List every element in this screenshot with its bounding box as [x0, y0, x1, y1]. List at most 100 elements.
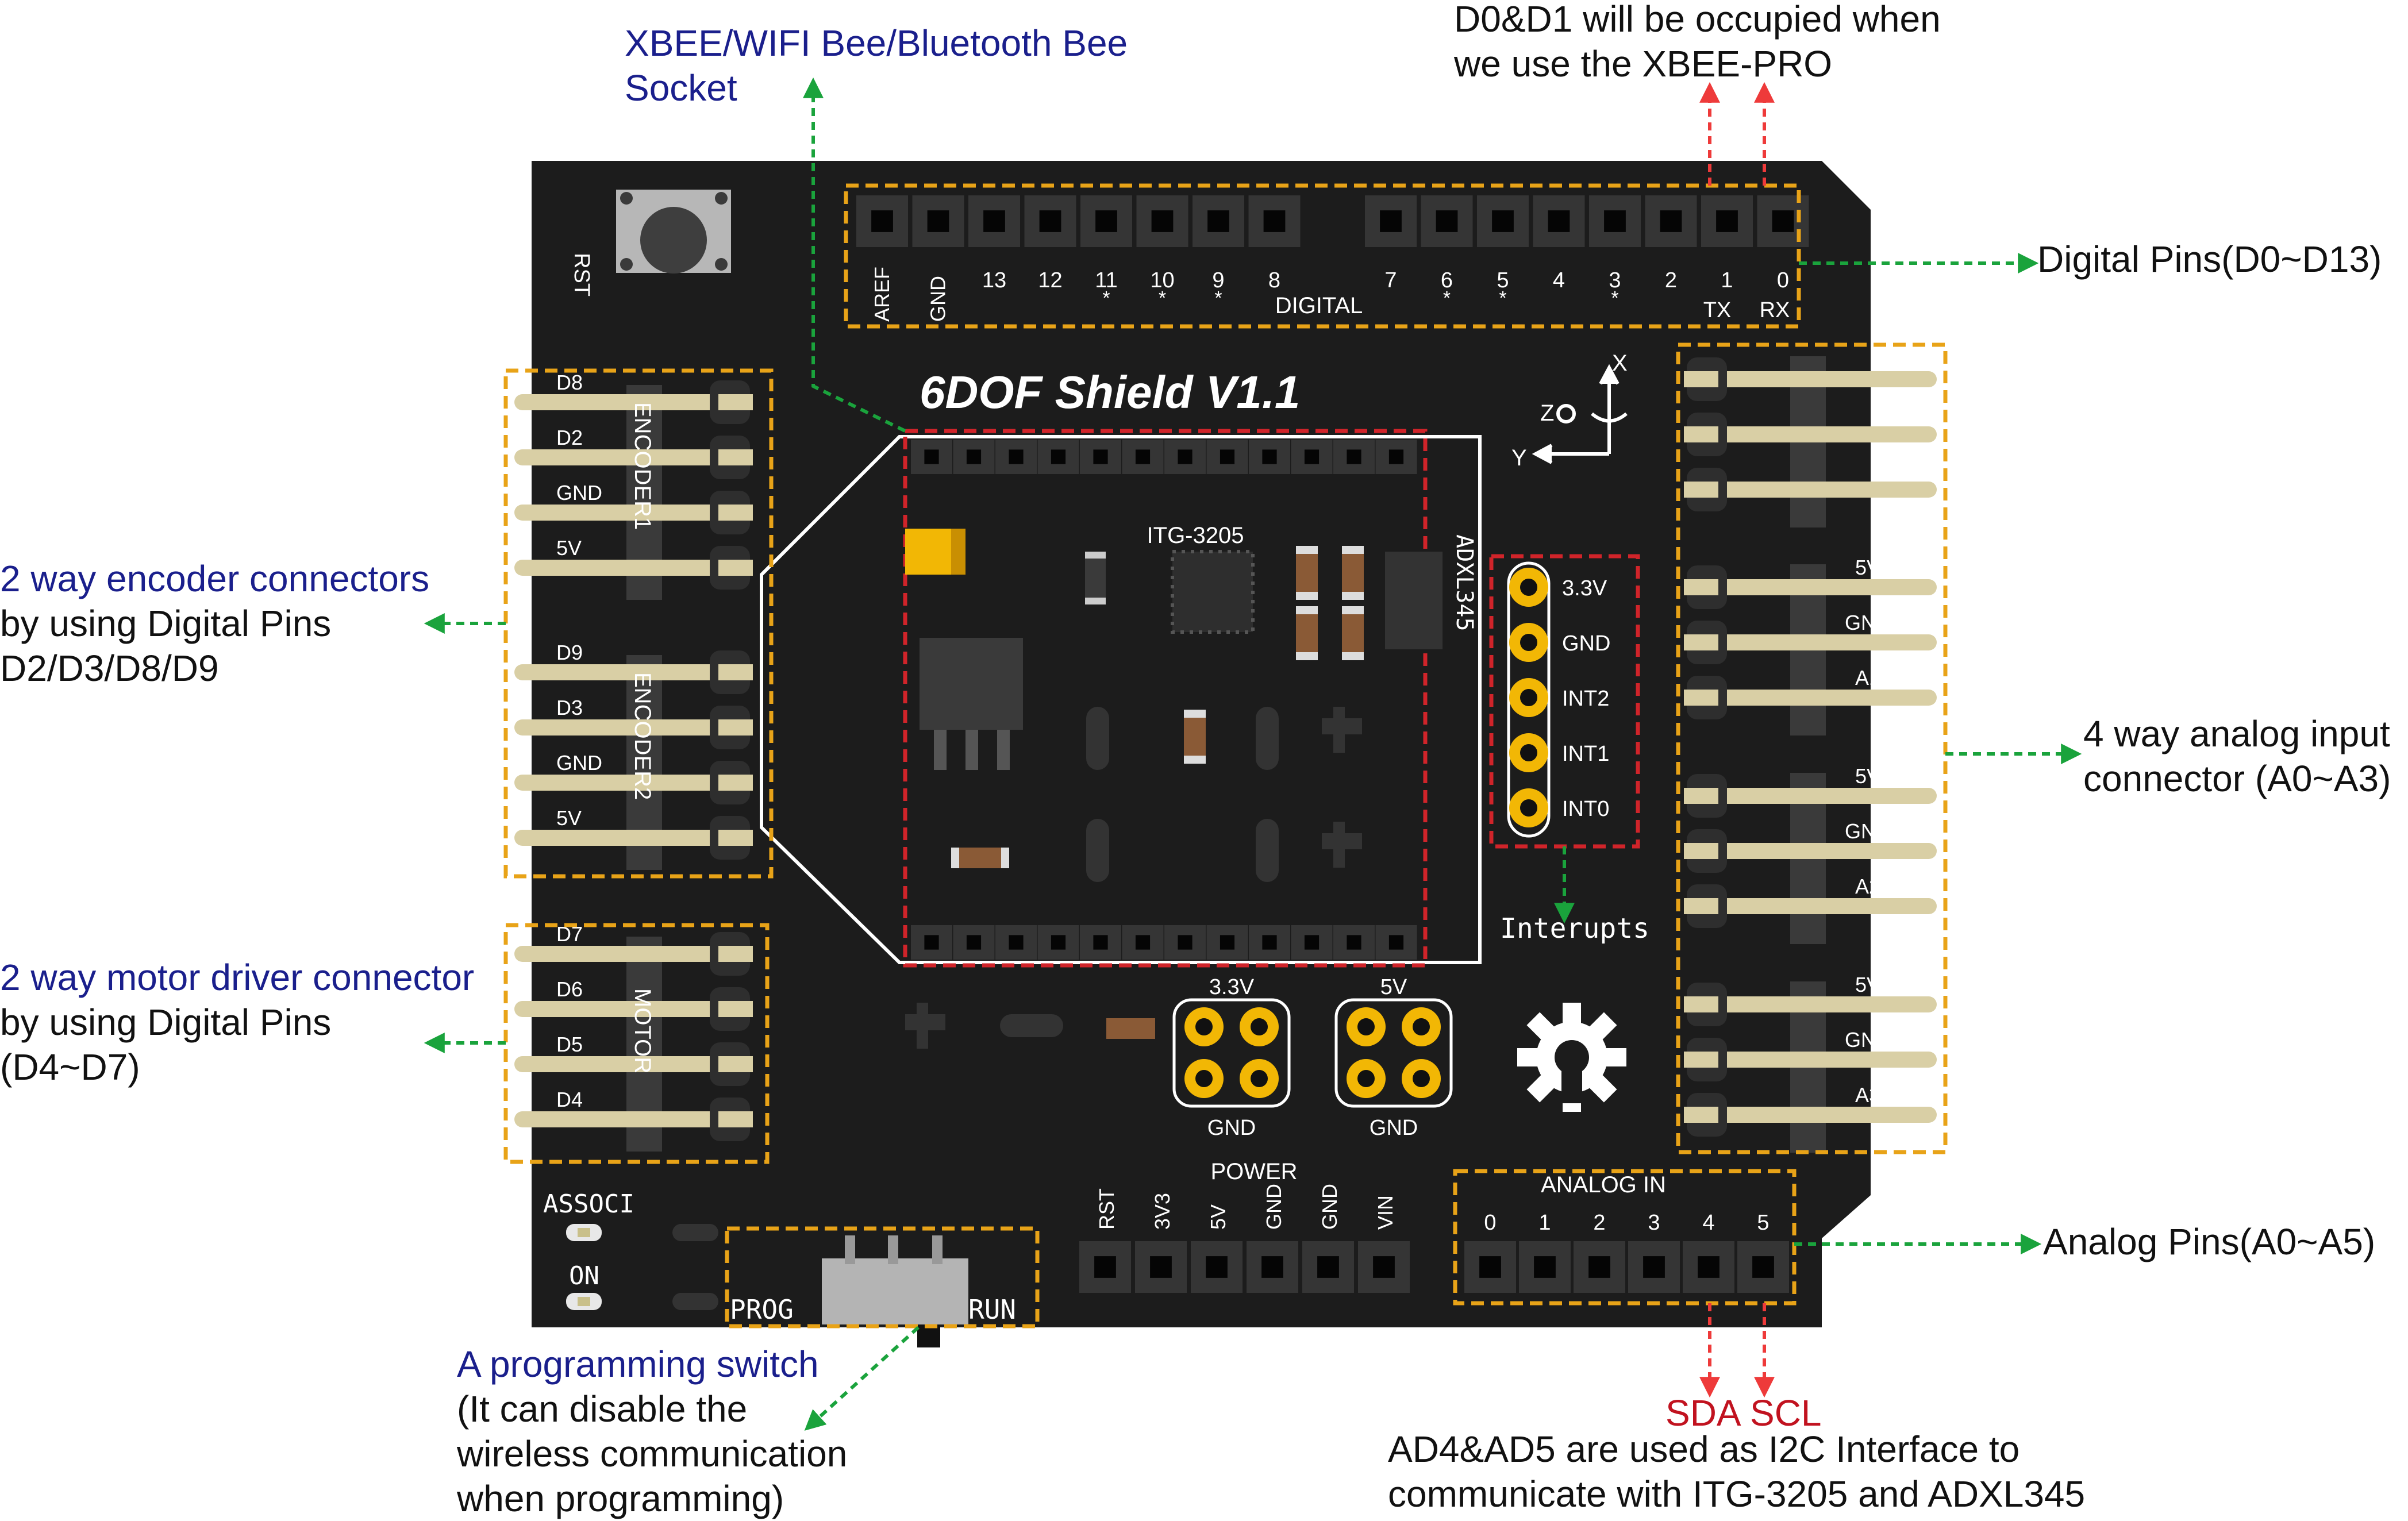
xbee-note-line1: XBEE/WIFI Bee/Bluetooth Bee [625, 22, 1128, 64]
analog-in-pin [1683, 1241, 1734, 1293]
connector-pin-label: D6 [556, 977, 583, 1001]
jumper-33v-label: 3.3V [1209, 975, 1255, 999]
digital-pin-label: 1 [1721, 268, 1733, 292]
jumper-pad [1347, 1007, 1386, 1046]
i2c-line2: communicate with ITG-3205 and ADXL345 [1388, 1473, 2086, 1515]
analog-pin-label: 5V [1855, 764, 1880, 788]
analog-pins-note: Analog Pins(A0~A5) [2043, 1219, 2375, 1264]
analog-connector-pin [1684, 413, 1937, 456]
encoder-note-line1: 2 way encoder connectors [0, 558, 430, 599]
jumper-5v-label: 5V [1380, 975, 1407, 999]
xbee-socket-note: XBEE/WIFI Bee/Bluetooth Bee Socket [625, 21, 1128, 110]
xbee-note-line2: Socket [625, 67, 737, 109]
on-led [566, 1293, 602, 1310]
analog-pin-label: 5V [1895, 348, 1921, 371]
digital-pin-0 [1757, 195, 1809, 247]
analog-connector-pin [1684, 983, 1937, 1026]
prog-note-line1: A programming switch [457, 1343, 819, 1385]
prog-note-line4: when programming) [457, 1478, 784, 1519]
jumper-5v-gnd-label: GND [1370, 1116, 1418, 1140]
motor-box [503, 923, 770, 1164]
analog-connector-pin [1684, 774, 1937, 818]
prog-label: PROG [730, 1294, 794, 1325]
power-pin [1247, 1241, 1298, 1293]
interrupt-pin-label: GND [1562, 631, 1610, 656]
motor-label: MOTOR [630, 988, 655, 1073]
connector-pin [514, 1098, 753, 1141]
d0d1-note: D0&D1 will be occupied when we use the X… [1454, 0, 1941, 86]
i2c-note: AD4&AD5 are used as I2C Interface to com… [1388, 1427, 2085, 1516]
digital-pin-label: 3 [1609, 268, 1621, 292]
digital-pin-label: 9 [1212, 268, 1224, 292]
digital-pin-13 [968, 195, 1020, 247]
encoder2-label: ENCODER2 [630, 672, 655, 800]
module-pin [953, 440, 995, 474]
axis-y-label: Y [1511, 445, 1527, 471]
motor-note: 2 way motor driver connector by using Di… [0, 955, 474, 1089]
encoder-note: 2 way encoder connectors by using Digita… [0, 556, 429, 691]
module-pin [1080, 440, 1121, 474]
interrupt-pad [1509, 568, 1548, 607]
digital-pin-5 [1477, 195, 1529, 247]
module-pin [1037, 440, 1079, 474]
power-pin [1302, 1241, 1354, 1293]
axis-indicator-icon [1532, 364, 1628, 464]
analog-pins-note-text: Analog Pins(A0~A5) [2043, 1221, 2376, 1262]
analog-pin-label: A0 [1895, 458, 1921, 482]
power-pin [1135, 1241, 1187, 1293]
analog-in-pin-label: 2 [1593, 1211, 1605, 1235]
digital-pin-7 [1365, 195, 1417, 247]
motor-note-line2: by using Digital Pins [0, 1002, 332, 1043]
sensor-module-outline [760, 435, 1482, 964]
connector-pin [514, 380, 753, 424]
analog-connector-pin [1684, 1038, 1937, 1081]
module-pin [1164, 440, 1206, 474]
digital-pin-label: AREF [870, 267, 894, 322]
analog-in-pin [1574, 1241, 1625, 1293]
interrupt-pad [1509, 733, 1548, 772]
analog-connector-pin [1684, 884, 1937, 928]
module-pin [1291, 440, 1333, 474]
connector-pin-label: D8 [556, 371, 583, 394]
connector-pin [514, 1042, 753, 1086]
digital-pin-12 [1024, 195, 1076, 247]
axis-x-label: X [1612, 351, 1628, 376]
digital-pins-note-text: Digital Pins(D0~D13) [2037, 238, 2382, 280]
module-pin [1037, 925, 1079, 960]
connector-pin-label: D2 [556, 426, 583, 449]
digital-pin-label: 0 [1777, 268, 1789, 292]
analog-connector-pin [1684, 621, 1937, 664]
module-pin [1333, 440, 1375, 474]
module-pin [995, 440, 1037, 474]
module-pin [1122, 925, 1164, 960]
module-pin [995, 925, 1037, 960]
jumper-pad [1402, 1007, 1441, 1046]
power-pin-label: 5V [1206, 1204, 1230, 1230]
sensor-module-box [903, 429, 1428, 968]
connector-pin-label: D4 [556, 1088, 583, 1111]
module-pin [1291, 925, 1333, 960]
connector-pin-label: D3 [556, 696, 583, 719]
resistors [951, 546, 1364, 868]
digital-pin-label: 8 [1268, 268, 1280, 292]
encoder-note-line2: by using Digital Pins [0, 603, 332, 644]
digital-pin-label: 12 [1038, 268, 1062, 292]
connector-pin-label: GND [556, 751, 602, 775]
digital-pin-4 [1533, 195, 1585, 247]
board-slots [905, 707, 1362, 1049]
adxl345-chip [1385, 552, 1443, 649]
axis-z-label: Z [1540, 401, 1554, 426]
scl-text: SCL [1750, 1392, 1822, 1434]
module-pin [1249, 925, 1290, 960]
analog-pin-label: 5V [1855, 973, 1880, 996]
analog-in-label: ANALOG IN [1541, 1172, 1666, 1197]
sda-label: SDA [1665, 1391, 1741, 1435]
assoc-label: ASSOCI [543, 1189, 634, 1219]
analog-in-pin-label: 5 [1757, 1211, 1769, 1235]
analog-connector-pin [1684, 468, 1937, 511]
